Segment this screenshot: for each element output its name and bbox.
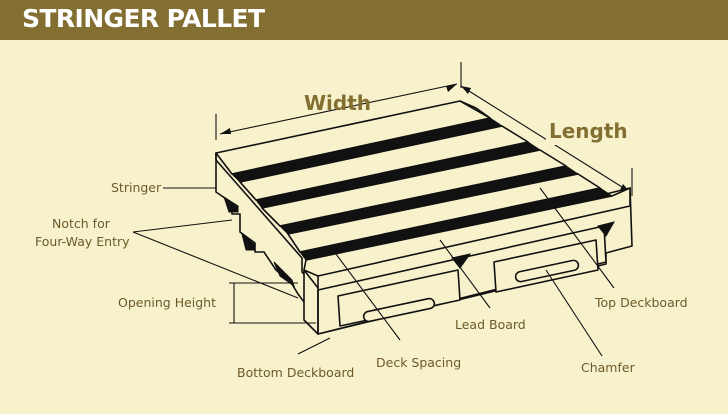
bottom-deckboard-label: Bottom Deckboard xyxy=(237,365,354,380)
width-label: Width xyxy=(304,91,371,115)
header-bar: STRINGER PALLET xyxy=(0,0,728,40)
notch-label-line1: Notch for xyxy=(52,216,111,231)
lead-board-label: Lead Board xyxy=(455,317,526,332)
pallet-illustration xyxy=(215,100,633,335)
notch-label-line2: Four-Way Entry xyxy=(35,234,130,249)
page-title: STRINGER PALLET xyxy=(22,4,265,33)
opening-height-label: Opening Height xyxy=(118,295,216,310)
top-deckboard-label: Top Deckboard xyxy=(594,295,688,310)
width-dimension xyxy=(215,62,462,140)
chamfer-label: Chamfer xyxy=(581,360,636,375)
length-label: Length xyxy=(549,119,628,143)
stringer-label: Stringer xyxy=(111,180,162,195)
leader-lines xyxy=(132,187,615,357)
deck-spacing-label: Deck Spacing xyxy=(376,355,461,370)
